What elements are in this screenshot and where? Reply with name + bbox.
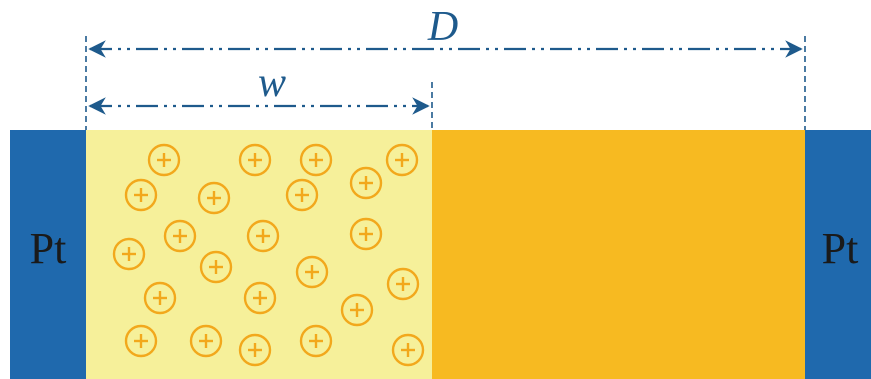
plus-in-circle-icon: [340, 293, 374, 327]
plus-in-circle-icon: [147, 143, 181, 177]
plus-in-circle-icon: [391, 333, 425, 367]
plus-in-circle-icon: [285, 178, 319, 212]
ion-group: [112, 143, 425, 367]
plus-in-circle-icon: [385, 143, 419, 177]
dimension-D-label: D: [427, 4, 458, 50]
plus-in-circle-icon: [124, 324, 158, 358]
right-electrode: [805, 130, 871, 379]
plus-in-circle-icon: [349, 166, 383, 200]
plus-in-circle-icon: [199, 250, 233, 284]
dimension-w-label: w: [258, 60, 286, 106]
left-electrode-label: Pt: [30, 224, 67, 273]
plus-in-circle-icon: [246, 219, 280, 253]
plus-in-circle-icon: [238, 143, 272, 177]
plus-in-circle-icon: [189, 324, 223, 358]
plus-in-circle-icon: [112, 237, 146, 271]
plus-in-circle-icon: [299, 324, 333, 358]
left-electrode: [10, 130, 86, 379]
plus-in-circle-icon: [295, 255, 329, 289]
plus-in-circle-icon: [243, 281, 277, 315]
plus-in-circle-icon: [349, 217, 383, 251]
plus-in-circle-icon: [238, 333, 272, 367]
right-electrode-label: Pt: [822, 224, 859, 273]
plus-in-circle-icon: [386, 267, 420, 301]
undoped-region: [432, 130, 805, 379]
plus-in-circle-icon: [124, 178, 158, 212]
plus-in-circle-icon: [143, 281, 177, 315]
plus-in-circle-icon: [163, 219, 197, 253]
plus-in-circle-icon: [299, 143, 333, 177]
plus-in-circle-icon: [197, 181, 231, 215]
